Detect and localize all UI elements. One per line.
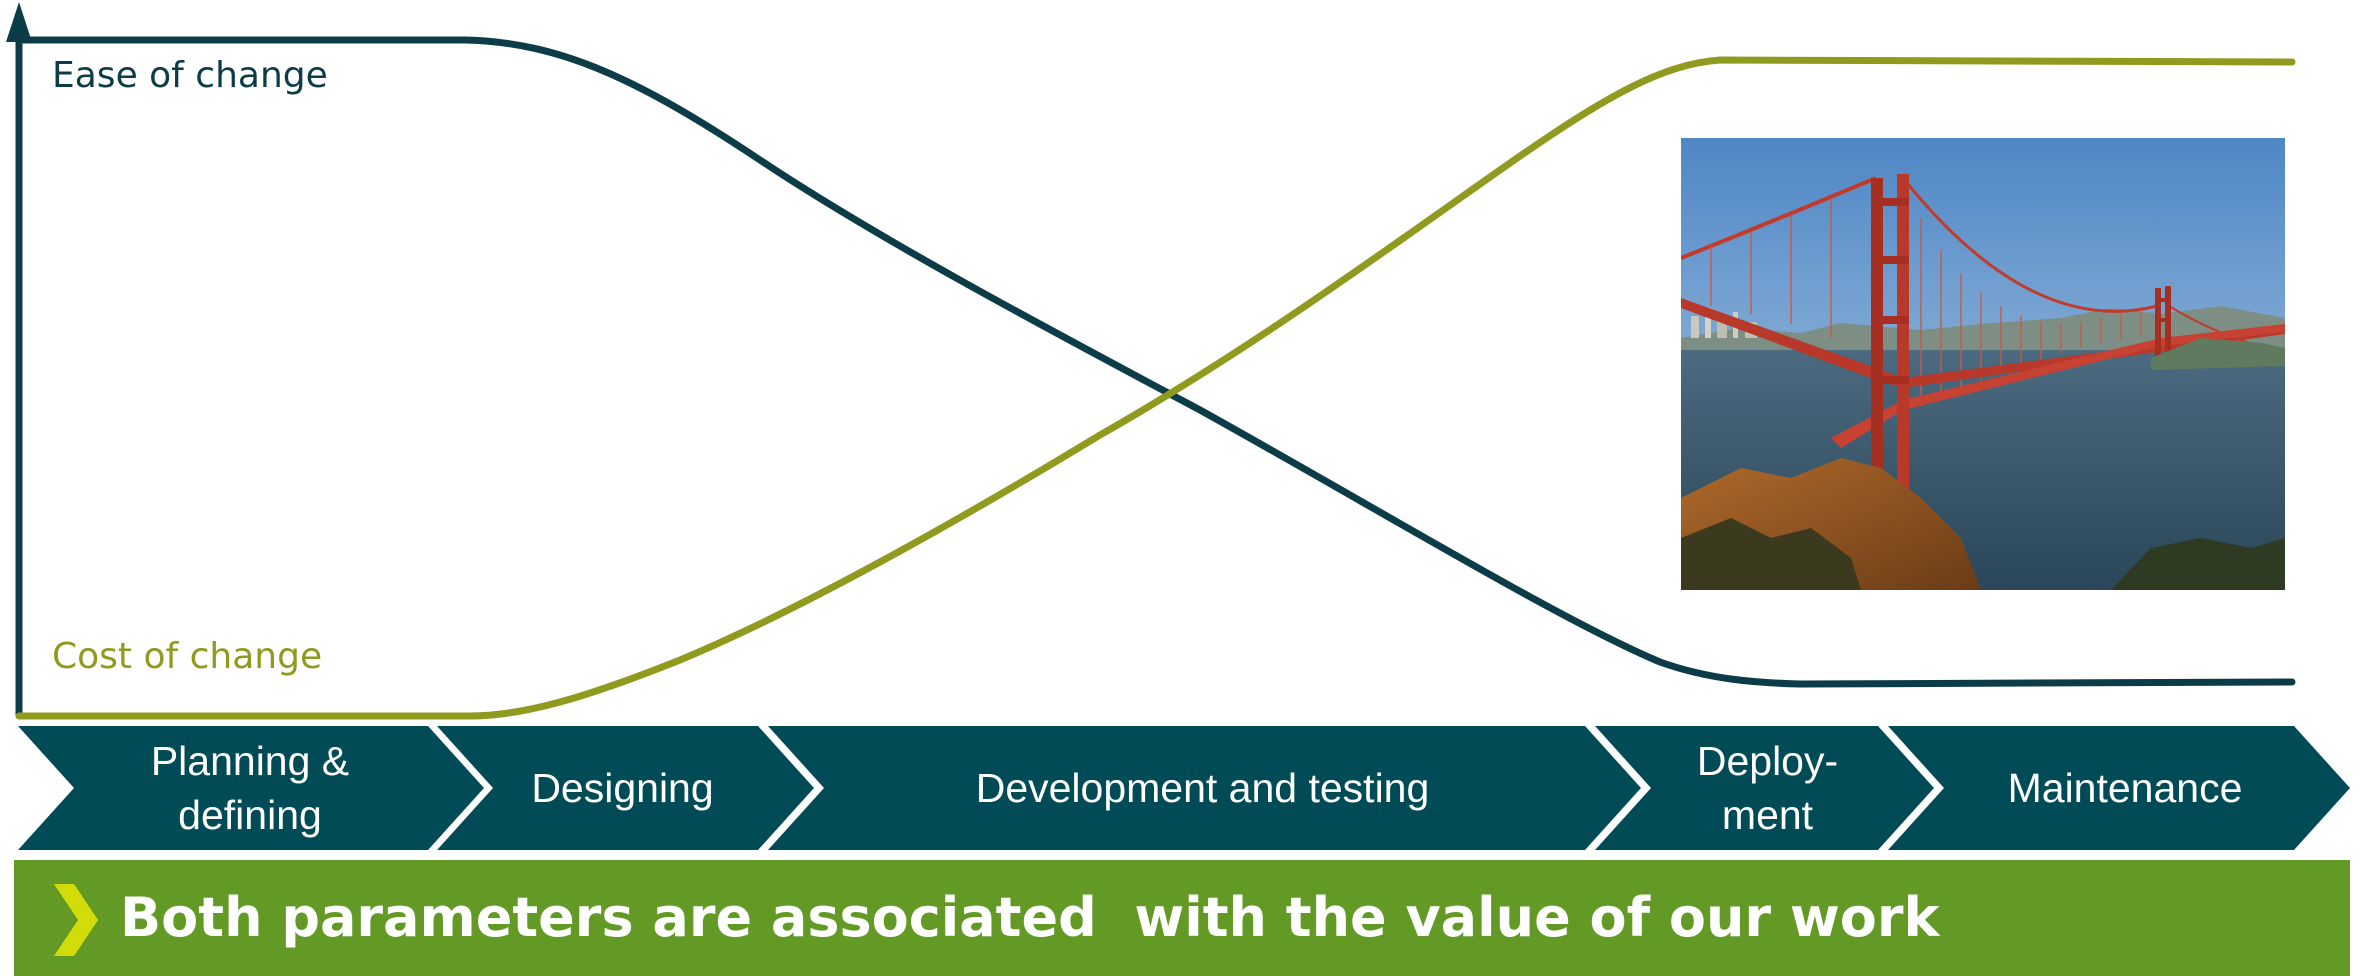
phase-label-deployment: Deploy-ment — [1696, 738, 1839, 838]
phase-arrow-planning — [18, 726, 484, 850]
y-axis-arrowhead — [6, 2, 32, 42]
phase-label-designing: Designing — [531, 765, 714, 811]
bridge-photo — [1681, 138, 2285, 590]
phase-arrow-development — [768, 726, 1641, 850]
phase-label-maintenance: Maintenance — [2007, 765, 2243, 811]
chevron-right-icon — [54, 884, 98, 956]
phase-label-development: Development and testing — [975, 765, 1430, 811]
conclusion-banner: Both parameters are associated with the … — [14, 860, 2350, 976]
conclusion-text: Both parameters are associated with the … — [120, 886, 1940, 949]
phase-label-planning: Planning &defining — [150, 738, 350, 838]
cost-of-change-curve — [15, 56, 2296, 720]
ease-of-change-label: Ease of change — [52, 55, 328, 96]
change-curves-diagram — [6, 2, 2350, 850]
phase-arrows — [18, 726, 2350, 850]
phase-arrow-deployment — [1595, 726, 1934, 850]
cost-of-change-label: Cost of change — [52, 636, 323, 677]
phase-arrow-maintenance — [1888, 726, 2350, 850]
ease-of-change-curve — [15, 36, 2296, 688]
phase-arrow-designing — [437, 726, 814, 850]
